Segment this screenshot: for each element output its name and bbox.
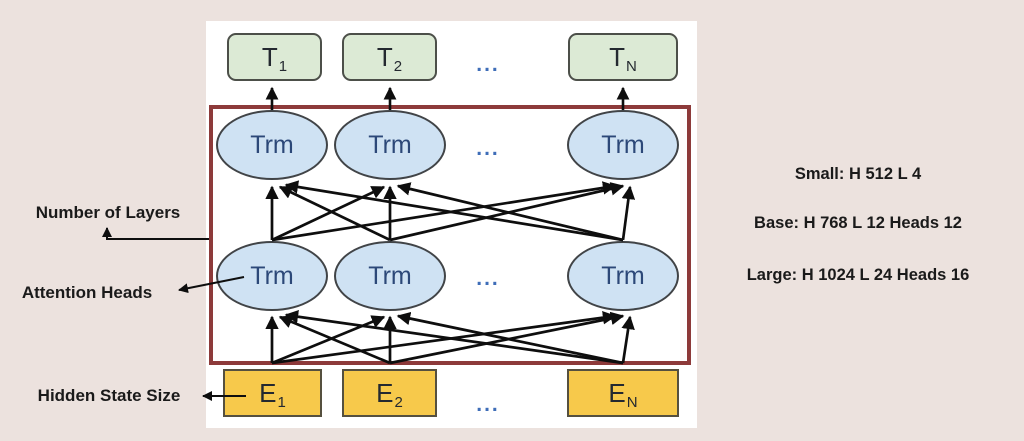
trm-node-lower-n: Trm — [567, 241, 679, 311]
trm-label: Trm — [368, 130, 412, 159]
input-embedding-en-subscript: N — [626, 393, 638, 411]
ellipsis-upper-trm-row: ... — [476, 137, 500, 160]
hidden-state-size-label: Hidden State Size — [37, 386, 181, 405]
ellipsis-lower-trm-row: ... — [476, 267, 500, 290]
ellipsis-input-row: ... — [476, 393, 500, 416]
output-token-t2-label: T — [376, 42, 393, 72]
diagram-panel — [206, 21, 697, 428]
trm-node-lower-1: Trm — [216, 241, 328, 311]
trm-label: Trm — [250, 261, 294, 290]
trm-node-lower-2: Trm — [334, 241, 446, 311]
trm-label: Trm — [368, 261, 412, 290]
input-embedding-en-label: E — [608, 378, 626, 408]
model-spec-large: Large: H 1024 L 24 Heads 16 — [746, 266, 970, 284]
input-embedding-e2-label: E — [376, 378, 394, 408]
trm-node-upper-1: Trm — [216, 110, 328, 180]
model-spec-base: Base: H 768 L 12 Heads 12 — [754, 214, 962, 232]
trm-node-upper-n: Trm — [567, 110, 679, 180]
input-embedding-e1-label: E — [259, 378, 277, 408]
input-embedding-e1-subscript: 1 — [277, 393, 286, 411]
model-spec-small: Small: H 512 L 4 — [794, 165, 922, 183]
output-token-tn-subscript: N — [626, 57, 637, 75]
trm-node-upper-2: Trm — [334, 110, 446, 180]
trm-label: Trm — [601, 130, 645, 159]
output-token-t1-label: T — [261, 42, 278, 72]
trm-label: Trm — [250, 130, 294, 159]
input-embedding-e2-subscript: 2 — [394, 393, 403, 411]
output-token-t1-subscript: 1 — [278, 57, 288, 75]
number-of-layers-arrow — [102, 227, 209, 240]
ellipsis-output-row: ... — [476, 53, 500, 76]
trm-label: Trm — [601, 261, 645, 290]
output-token-tn-label: T — [609, 42, 626, 72]
number-of-layers-label: Number of Layers — [35, 203, 181, 222]
attention-heads-label: Attention Heads — [21, 283, 153, 302]
output-token-t2-subscript: 2 — [393, 57, 403, 75]
